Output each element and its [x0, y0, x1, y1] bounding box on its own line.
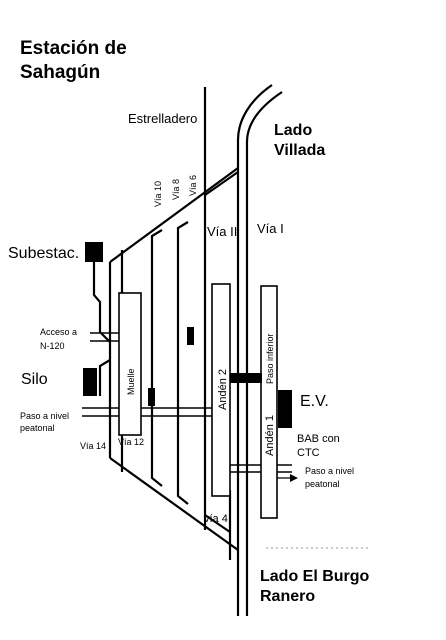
platforms [118, 283, 278, 519]
signal-via-6 [187, 327, 194, 345]
title-line-1: Estación de [20, 38, 127, 59]
label-acceso-line-1: Acceso a [40, 327, 77, 337]
south-label-line-2: Ranero [260, 588, 315, 605]
label-acceso-line-2: N-120 [40, 341, 65, 351]
label-via-i: Vía I [257, 221, 284, 236]
silo-building [83, 368, 97, 396]
label-subestacion: Subestac. [8, 245, 79, 262]
label-anden-2: Andén 2 [217, 369, 229, 410]
track-silo-branch [98, 359, 111, 396]
platform-muelle [118, 292, 142, 436]
main-tracks [228, 84, 283, 616]
track-via-i [245, 91, 283, 616]
label-via-4: vía 4 [204, 513, 228, 525]
south-label-line-1: Lado El Burgo [260, 568, 370, 585]
label-ev: E.V. [300, 393, 329, 410]
label-paso-nivel-left-line-2: peatonal [20, 423, 55, 433]
label-silo: Silo [21, 371, 48, 388]
north-label-line-1: Lado [274, 122, 312, 139]
ev-building [278, 390, 292, 428]
platform-anden-1 [260, 285, 278, 519]
track-subestacion-branch [92, 262, 111, 343]
track-via-10 [150, 229, 163, 487]
label-paso-nivel-right-line-1: Paso a nivel [305, 466, 354, 476]
track-via-8 [176, 221, 189, 505]
title-line-2: Sahagún [20, 62, 100, 83]
label-paso-inferior: Paso inferior [265, 333, 275, 384]
track-via-ii [236, 84, 273, 616]
subestacion-building [85, 242, 103, 262]
label-anden-1: Andén 1 [264, 415, 276, 456]
north-label-line-2: Villada [274, 142, 325, 159]
paso-inferior-bar [230, 373, 262, 383]
arrow-right-icon [290, 474, 298, 482]
label-bab-line-2: CTC [297, 447, 320, 459]
label-paso-nivel-left-line-1: Paso a nivel [20, 411, 69, 421]
platform-anden-2 [211, 283, 231, 497]
label-via-12: Vía 12 [118, 437, 144, 447]
signal-via-12 [148, 388, 155, 406]
label-via-ii: Vía II [207, 224, 237, 239]
label-paso-nivel-right-line-2: peatonal [305, 479, 340, 489]
label-estrelladero: Estrelladero [128, 111, 197, 126]
label-via-10: Vía 10 [153, 181, 163, 207]
label-via-8: Vía 8 [171, 179, 181, 200]
label-bab-line-1: BAB con [297, 433, 340, 445]
label-muelle: Muelle [126, 368, 136, 395]
label-via-6: Vía 6 [188, 175, 198, 196]
label-via-14: Vía 14 [80, 441, 106, 451]
